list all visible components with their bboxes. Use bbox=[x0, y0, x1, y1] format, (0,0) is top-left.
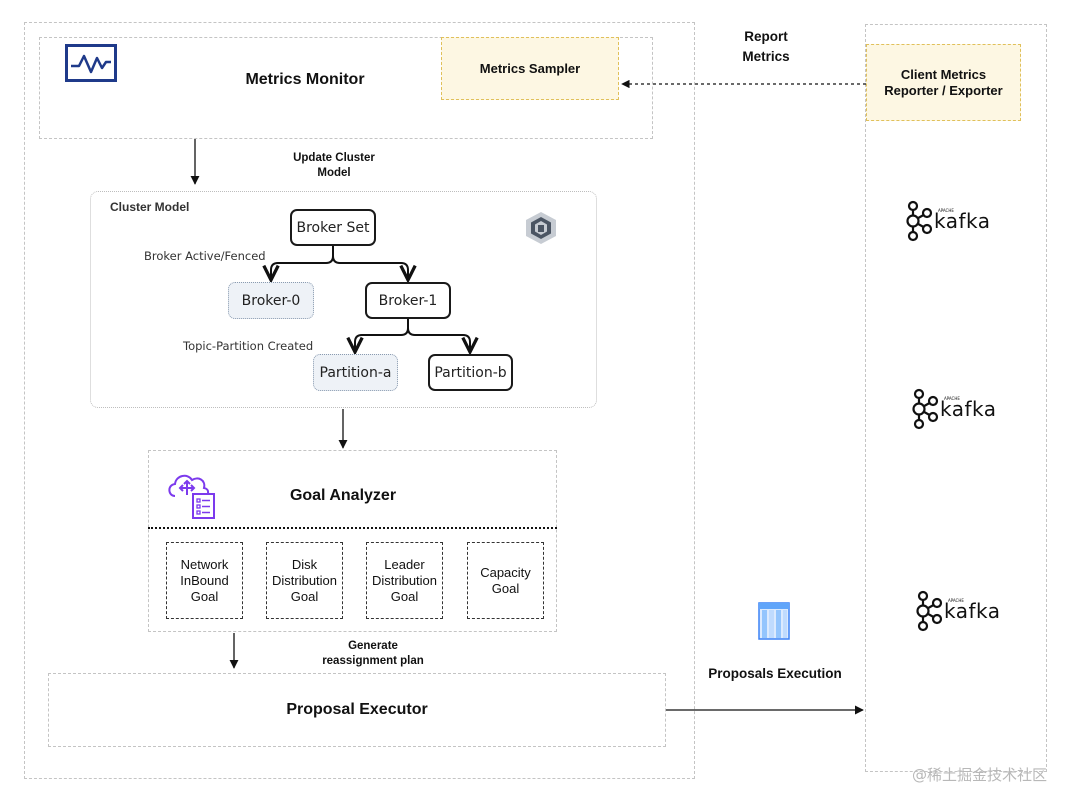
broker-set-node: Broker Set bbox=[290, 209, 376, 246]
goal-analyzer-box bbox=[148, 450, 557, 632]
cluster-model-title: Cluster Model bbox=[110, 200, 190, 214]
kafka-apache-1: APACHE bbox=[938, 208, 954, 213]
client-metrics-reporter: Client Metrics Reporter / Exporter bbox=[866, 44, 1021, 121]
topic-partition-label: Topic-Partition Created bbox=[183, 339, 314, 353]
kafka-logo-2: APACHE kafka bbox=[908, 388, 1008, 430]
kafka-word-1: kafka bbox=[934, 209, 991, 233]
goal-network-inbound: Network InBound Goal bbox=[166, 542, 243, 619]
goal-disk-distribution: Disk Distribution Goal bbox=[266, 542, 343, 619]
metrics-monitor-title: Metrics Monitor bbox=[245, 71, 365, 88]
broker-0-node: Broker-0 bbox=[228, 282, 314, 319]
proposal-executor-box: Proposal Executor bbox=[48, 673, 666, 747]
goal-leader-distribution: Leader Distribution Goal bbox=[366, 542, 443, 619]
generate-plan-label: Generate reassignment plan bbox=[322, 640, 424, 667]
metrics-sampler: Metrics Sampler bbox=[441, 37, 619, 100]
partition-a-node: Partition-a bbox=[313, 354, 398, 391]
report-metrics-label: Report Metrics bbox=[742, 29, 790, 64]
kafka-apache-3: APACHE bbox=[948, 598, 964, 603]
main-container bbox=[24, 22, 695, 779]
arrow-broker1-branch-right bbox=[407, 327, 470, 352]
kafka-word-3: kafka bbox=[944, 599, 1001, 623]
kafka-word-2: kafka bbox=[940, 397, 997, 421]
kafka-logo-1: APACHE kafka bbox=[902, 200, 1002, 242]
goal-analyzer-divider bbox=[148, 527, 557, 529]
proposals-execution-icon bbox=[755, 600, 793, 644]
arrow-broker-set-branch bbox=[271, 246, 334, 280]
kafka-apache-2: APACHE bbox=[944, 396, 960, 401]
cluster-model-box bbox=[90, 191, 597, 408]
proposal-executor-title: Proposal Executor bbox=[286, 701, 428, 718]
cluster-model-icon bbox=[523, 210, 559, 246]
arrow-broker-set-branch-right bbox=[332, 255, 408, 280]
proposals-execution-label: Proposals Execution bbox=[708, 666, 842, 681]
goal-analyzer-title: Goal Analyzer bbox=[289, 487, 397, 504]
goal-capacity: Capacity Goal bbox=[467, 542, 544, 619]
metrics-monitor-box bbox=[39, 37, 653, 139]
kafka-cluster-container bbox=[865, 24, 1047, 772]
arrow-broker1-branch bbox=[355, 319, 409, 352]
monitor-icon bbox=[65, 44, 117, 82]
broker-1-node: Broker-1 bbox=[365, 282, 451, 319]
goal-analyzer-icon bbox=[165, 470, 219, 520]
partition-b-node: Partition-b bbox=[428, 354, 513, 391]
kafka-logo-3: APACHE kafka bbox=[912, 590, 1012, 632]
update-cluster-label: Update Cluster Model bbox=[293, 152, 375, 179]
watermark: @稀土掘金技术社区 bbox=[912, 766, 1048, 784]
broker-active-label: Broker Active/Fenced bbox=[144, 249, 266, 263]
